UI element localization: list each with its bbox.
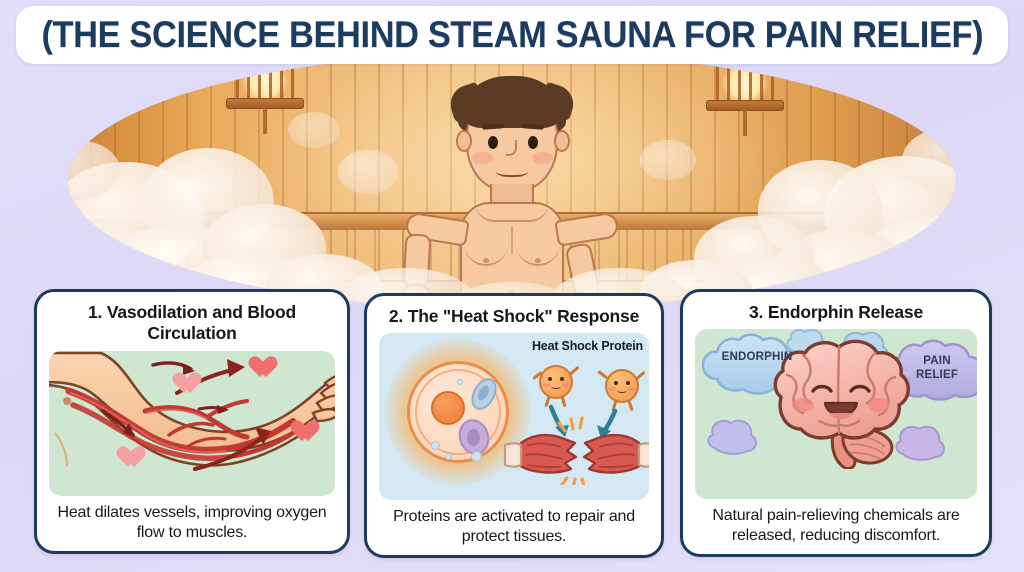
protein-body — [605, 369, 639, 404]
chest-right — [516, 232, 560, 266]
card-caption: Natural pain-relieving chemicals are rel… — [712, 507, 960, 545]
eye-left — [488, 136, 498, 149]
sauna-hero-illustration — [68, 52, 956, 310]
protein-smile — [551, 384, 561, 390]
lamp-post — [263, 108, 267, 134]
heart-icon-small — [177, 373, 199, 393]
protein-eye — [614, 381, 618, 386]
sternum-line — [511, 226, 513, 254]
chest-dot-left — [483, 258, 489, 263]
card-title: 3. Endorphin Release — [749, 302, 923, 322]
chest-left — [464, 232, 508, 266]
protein-eye — [626, 381, 630, 386]
hair-fringe — [462, 88, 562, 128]
figure-arm-circulation — [49, 350, 335, 497]
protein-cheek — [562, 383, 569, 388]
sauna-lamp-icon-secondary — [226, 52, 304, 134]
cheek-blush-left — [472, 152, 493, 164]
vesicle-dot-4 — [457, 379, 463, 386]
card-title: 1. Vasodilation and Blood Circulation — [88, 302, 296, 344]
protein-body — [539, 365, 573, 400]
nose — [506, 140, 517, 156]
protein-cheek — [628, 387, 635, 392]
cell-inner-membrane — [415, 369, 501, 456]
heat-shock-protein-character-2 — [597, 369, 646, 412]
heat-shock-protein-character-1 — [532, 365, 580, 408]
protein-leg — [627, 400, 634, 412]
vesicle-dot-2 — [445, 453, 452, 461]
seated-man-figure — [382, 76, 642, 310]
heart-icon-large — [253, 357, 287, 388]
heat-shock-protein-label: Heat Shock Protein — [531, 339, 643, 354]
heart-icon-medium — [295, 421, 325, 449]
card-caption: Proteins are activated to repair and pro… — [393, 508, 635, 546]
heart-icon-small-2 — [121, 447, 145, 469]
collarbone-line — [476, 204, 548, 222]
title-banner: (THE SCIENCE BEHIND STEAM SAUNA FOR PAIN… — [16, 6, 1008, 64]
endorphin-bubble-text: ENDORPHIN — [721, 351, 793, 364]
ear-right — [554, 130, 570, 152]
card-vasodilation[interactable]: 1. Vasodilation and Blood Circulation — [34, 289, 350, 554]
vesicle-dot — [431, 441, 440, 451]
protein-cheek — [609, 387, 616, 392]
eye-right — [528, 136, 538, 149]
card-caption: Heat dilates vessels, improving oxygen f… — [57, 504, 327, 542]
organelle-purple-core — [467, 429, 480, 447]
protein-smile — [617, 388, 627, 394]
forearm-left — [402, 233, 432, 291]
ear-left — [456, 130, 472, 152]
protein-eye — [560, 377, 564, 382]
chest-dot-right — [535, 258, 541, 263]
card-heat-shock[interactable]: 2. The "Heat Shock" Response Heat Shock … — [364, 293, 664, 558]
protein-cheek — [543, 383, 550, 388]
vesicle-dot-3 — [471, 451, 482, 463]
smile — [496, 164, 528, 177]
upper-arm-right — [554, 211, 620, 247]
cheek-blush-right — [532, 152, 553, 164]
card-endorphin-release[interactable]: 3. Endorphin Release — [680, 289, 992, 557]
page-title: (THE SCIENCE BEHIND STEAM SAUNA FOR PAIN… — [41, 14, 983, 55]
figure-heat-shock-protein: Heat Shock Protein — [379, 333, 649, 501]
card-title: 2. The "Heat Shock" Response — [388, 306, 640, 326]
sauna-lamp-icon — [706, 52, 784, 136]
protein-eye — [548, 377, 552, 382]
cell-nucleus — [431, 391, 465, 426]
lamp-post — [743, 110, 747, 136]
